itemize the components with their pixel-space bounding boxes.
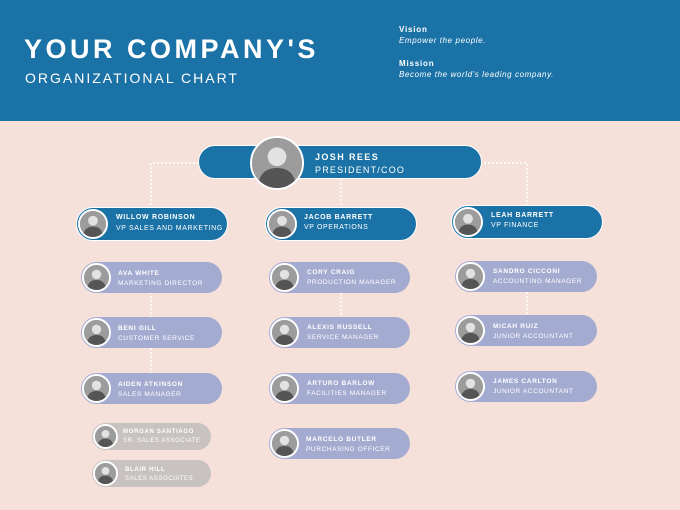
ava-white-photo-avatar: [82, 263, 111, 292]
marcelo-butler-role: PURCHASING OFFICER: [306, 446, 391, 453]
node-ceo[interactable]: [198, 145, 482, 179]
james-carlton-photo-avatar: [456, 372, 485, 401]
alexis-russell-name: ALEXIS RUSSELL: [307, 324, 373, 331]
page-title: YOUR COMPANY'S: [24, 34, 319, 64]
blair-hill-name: BLAIR HILL: [125, 467, 166, 473]
ceo-role: PRESIDENT/COO: [315, 165, 406, 175]
vp-operations-role: VP OPERATIONS: [304, 224, 369, 231]
vp-finance-name: LEAH BARRETT: [491, 212, 554, 219]
arturo-barlow-name: ARTURO BARLOW: [307, 380, 375, 387]
vp-sales-role: VP SALES AND MARKETING: [116, 225, 223, 232]
morgan-santiago-name: MORGAN SANTIAGO: [123, 429, 195, 435]
arturo-barlow-photo-avatar: [270, 374, 299, 403]
header-banner: YOUR COMPANY'S ORGANIZATIONAL CHART Visi…: [0, 0, 680, 121]
vp-sales-photo-avatar: [78, 209, 108, 239]
micah-ruiz-role: JUNIOR ACCOUNTANT: [493, 333, 574, 340]
cory-craig-photo-avatar: [270, 263, 299, 292]
beni-gill-role: CUSTOMER SERVICE: [118, 335, 195, 342]
marcelo-butler-name: MARCELO BUTLER: [306, 436, 377, 443]
ceo-photo-avatar: [250, 136, 304, 190]
alexis-russell-role: SERVICE MANAGER: [307, 334, 380, 341]
vp-finance-role: VP FINANCE: [491, 222, 539, 229]
aiden-atkinson-photo-avatar: [82, 374, 111, 403]
arturo-barlow-role: FACILITIES MANAGER: [307, 390, 387, 397]
alexis-russell-photo-avatar: [270, 318, 299, 347]
morgan-santiago-role: SR. SALES ASSOCIATE: [123, 438, 201, 444]
sandro-cicconi-role: ACCOUNTING MANAGER: [493, 278, 583, 285]
vp-operations-photo-avatar: [267, 209, 297, 239]
mission-text: Become the world's leading company.: [399, 70, 554, 79]
blair-hill-role: SALES ASSOCIATES: [125, 476, 194, 482]
morgan-santiago-photo-avatar: [93, 424, 118, 449]
vision-text: Empower the people.: [399, 36, 487, 45]
micah-ruiz-photo-avatar: [456, 316, 485, 345]
james-carlton-name: JAMES CARLTON: [493, 378, 558, 385]
james-carlton-role: JUNIOR ACCOUNTANT: [493, 388, 574, 395]
marcelo-butler-photo-avatar: [270, 429, 299, 458]
cory-craig-name: CORY CRAIG: [307, 269, 356, 276]
cory-craig-role: PRODUCTION MANAGER: [307, 279, 397, 286]
page-subtitle: ORGANIZATIONAL CHART: [25, 70, 239, 86]
sandro-cicconi-photo-avatar: [456, 262, 485, 291]
vp-operations-name: JACOB BARRETT: [304, 214, 373, 221]
blair-hill-photo-avatar: [93, 461, 118, 486]
ceo-name: JOSH REES: [315, 152, 380, 162]
sandro-cicconi-name: SANDRO CICCONI: [493, 268, 561, 275]
beni-gill-name: BENI GILL: [118, 325, 157, 332]
ava-white-name: AVA WHITE: [118, 270, 160, 277]
vp-sales-name: WILLOW ROBINSON: [116, 214, 196, 221]
aiden-atkinson-role: SALES MANAGER: [118, 391, 182, 398]
mission-heading: Mission: [399, 59, 435, 68]
vp-finance-photo-avatar: [453, 207, 483, 237]
aiden-atkinson-name: AIDEN ATKINSON: [118, 381, 184, 388]
micah-ruiz-name: MICAH RUIZ: [493, 323, 539, 330]
vision-heading: Vision: [399, 25, 428, 34]
ava-white-role: MARKETING DIRECTOR: [118, 280, 204, 287]
beni-gill-photo-avatar: [82, 318, 111, 347]
